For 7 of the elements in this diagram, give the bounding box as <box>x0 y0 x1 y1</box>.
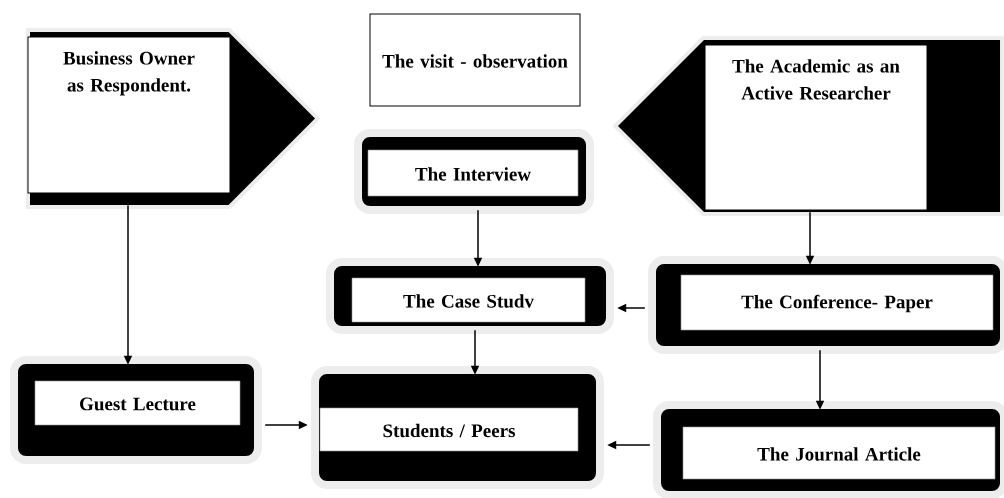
process-box: Students / Peers <box>311 366 604 489</box>
process-box: The Journal Article <box>653 401 1004 498</box>
process-box: The Case Studv <box>326 258 614 334</box>
text-box: The visit - observation <box>369 13 581 107</box>
process-box: The Conference- Paper <box>648 256 1004 354</box>
process-box: Guest Lecture <box>10 356 262 464</box>
process-box: The Interview <box>354 129 594 214</box>
